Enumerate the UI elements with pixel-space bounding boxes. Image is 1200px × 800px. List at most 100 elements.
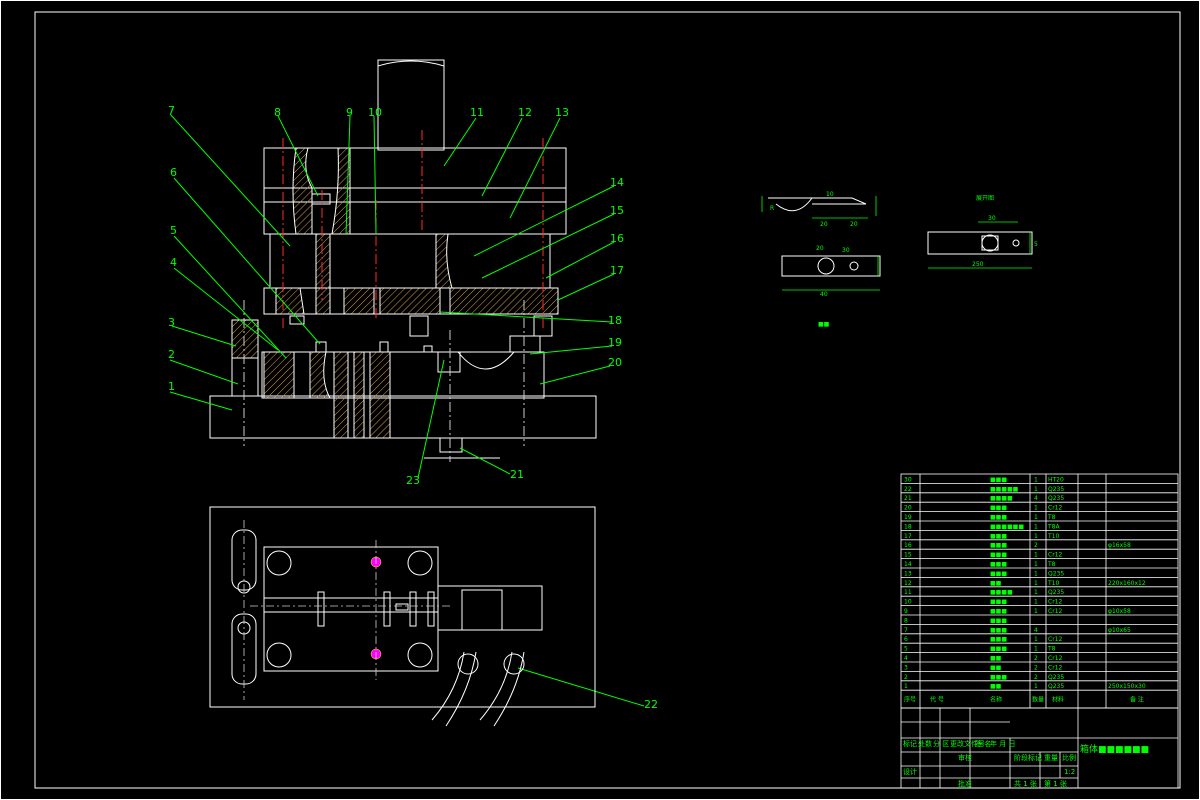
bom-no: 11 (904, 589, 912, 596)
bom-no: 3 (904, 664, 908, 671)
bom-note: 220x160x12 (1108, 580, 1146, 587)
bom-material: Cr12 (1048, 505, 1062, 512)
callout-21: 21 (510, 468, 524, 481)
bom-material: HT20 (1048, 476, 1064, 483)
bom-name: ■■■ (990, 608, 1007, 615)
tb-label-zone: 分 区 (933, 739, 949, 748)
bom-qty: 2 (1034, 664, 1038, 671)
callout-19: 19 (608, 336, 622, 349)
stripper-plate (269, 233, 551, 289)
bom-no: 15 (904, 552, 912, 559)
bom-header-material: 材料 (1052, 696, 1064, 704)
bom-name: ■■■ (990, 533, 1007, 540)
bom-no: 13 (904, 570, 912, 577)
bom-qty: 1 (1034, 608, 1038, 615)
bom-no: 14 (904, 561, 912, 568)
title-block-text: 箱体■■■■■■ 标记 处数 分 区 更改文件号 签 名 年 月 日 设计 审核… (903, 739, 1149, 788)
callout-10: 10 (368, 106, 382, 119)
callout-1: 1 (168, 380, 175, 393)
bom-name: ■■■ (990, 561, 1007, 568)
bom-material: Q235 (1048, 589, 1064, 596)
bom-note: φ10x65 (1108, 627, 1131, 634)
bom-no: 8 (904, 617, 908, 624)
plan-view (209, 506, 596, 727)
bom-qty: 1 (1034, 523, 1038, 530)
tb-scale-label: 比例 (1062, 753, 1076, 762)
callout-11: 11 (470, 106, 484, 119)
lower-die-block (261, 351, 545, 399)
bom-material: T8 (1047, 561, 1056, 568)
tb-label-date: 年 月 日 (990, 739, 1015, 748)
part-dim-4: 20 (850, 221, 858, 228)
bom-note: 250x150x30 (1108, 683, 1146, 690)
part-dim-1: R (770, 205, 774, 212)
bom-material: Cr12 (1048, 599, 1062, 606)
bom-qty: 1 (1034, 636, 1038, 643)
callout-9: 9 (346, 106, 353, 119)
bom-no: 6 (904, 636, 908, 643)
part-dim-5: 40 (820, 291, 828, 298)
bom-name: ■■■ (990, 599, 1007, 606)
part-label-b: 展开图 (976, 195, 994, 202)
callout-16: 16 (610, 232, 624, 245)
part-dim-6: 20 (816, 245, 824, 252)
part-label-a: ■■ (818, 321, 830, 328)
bom-qty: 1 (1034, 580, 1038, 587)
callout-23: 23 (406, 474, 420, 487)
callout-12: 12 (518, 106, 532, 119)
bom-no: 19 (904, 514, 912, 521)
bom-material: Q235 (1048, 674, 1064, 681)
bom-qty: 1 (1034, 486, 1038, 493)
tb-label-sign: 签 名 (975, 739, 991, 748)
plan-base (209, 506, 596, 708)
bom-qty: 4 (1034, 495, 1038, 502)
part-dim-10: 5 (1034, 241, 1038, 248)
bom-qty: 1 (1034, 514, 1038, 521)
part-labels: R 10 20 20 40 20 30 250 30 5 ■■ 展开图 (770, 191, 1038, 328)
bom-qty: 2 (1034, 542, 1038, 549)
bom-material: Cr12 (1048, 552, 1062, 559)
tb-label-mark: 标记 (903, 739, 917, 748)
callout-14: 14 (610, 176, 624, 189)
tb-approve: 批准 (958, 779, 972, 788)
callout-8: 8 (274, 106, 281, 119)
bom-name: ■■■ (990, 476, 1007, 483)
hatched-sections (231, 147, 559, 439)
callout-labels: 1 2 3 4 5 6 7 8 9 10 11 12 13 14 15 16 1… (168, 104, 658, 711)
bom-material: T10 (1047, 533, 1059, 540)
bom-header-qty: 数量 (1032, 696, 1044, 704)
tb-stage-label: 阶段标记 (1014, 753, 1042, 762)
bom-qty: 1 (1034, 646, 1038, 653)
callout-15: 15 (610, 204, 624, 217)
bom-qty: 1 (1034, 589, 1038, 596)
bom-name: ■■■■■ (990, 486, 1019, 493)
tb-weight-label: 重量 (1044, 754, 1058, 762)
bom-material: T8 (1047, 514, 1056, 521)
bom-no: 20 (904, 505, 912, 512)
bom-no: 9 (904, 608, 908, 615)
bom-name: ■■■ (990, 627, 1007, 634)
part-dimensions (761, 196, 1032, 291)
tb-label-count: 处数 (918, 739, 932, 748)
bom-name: ■■ (990, 655, 1002, 662)
part-dim-9: 30 (988, 215, 996, 222)
inner-frame (34, 11, 1181, 789)
bom-material: Cr12 (1048, 664, 1062, 671)
guide-block (231, 357, 259, 397)
bom-qty: 1 (1034, 561, 1038, 568)
callout-17: 17 (610, 264, 624, 277)
callout-4: 4 (170, 256, 177, 269)
bom-note: φ10x58 (1108, 608, 1131, 615)
bom-name: ■■■ (990, 542, 1007, 549)
bom-no: 21 (904, 495, 912, 502)
bom-note: φ16x58 (1108, 542, 1131, 549)
part-dim-2: 10 (826, 191, 834, 198)
bom-name: ■■■ (990, 636, 1007, 643)
bom-material: T8 (1047, 646, 1056, 653)
drawing-title: 箱体■■■■■■ (1080, 743, 1149, 755)
bom-no: 12 (904, 580, 912, 587)
bom-name: ■■■■ (990, 589, 1013, 596)
bom-no: 10 (904, 599, 912, 606)
leader-lines (169, 113, 645, 707)
